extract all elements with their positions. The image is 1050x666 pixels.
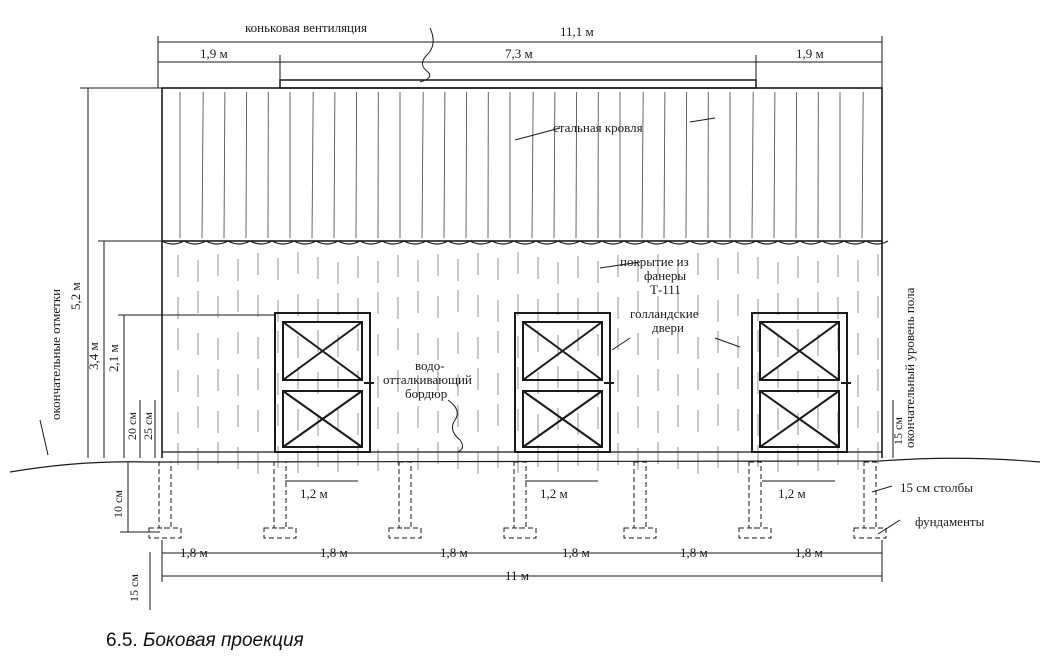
ground-line [9, 457, 1041, 473]
door-panel [522, 321, 603, 381]
door-panel [282, 321, 363, 381]
plywood-label-1: покрытие из [620, 254, 689, 269]
steel-roof-label: стальная кровля [553, 120, 643, 135]
roof-rib [311, 91, 314, 239]
wall-outline [161, 241, 883, 458]
footing [263, 527, 297, 539]
dim-height-wall: 3,4 м [86, 342, 101, 370]
roof-rib [201, 91, 204, 239]
roof-rib [795, 91, 798, 239]
roof-rib [861, 91, 864, 239]
doors-label-2: двери [652, 320, 684, 335]
door-brace [522, 321, 603, 381]
door-panel [282, 390, 363, 448]
foundations-label: фундаменты [915, 514, 985, 529]
door-brace [759, 321, 840, 381]
dimension-lines [39, 27, 901, 610]
door-frame [514, 312, 611, 453]
dim-spacing-6: 1,8 м [795, 545, 823, 560]
footing [388, 527, 422, 539]
roof-rib [421, 91, 424, 239]
dim-top-right: 1,9 м [796, 46, 824, 61]
plywood-label-3: Т-111 [650, 282, 681, 297]
border-label-1: водо- [415, 358, 445, 373]
ridge-vent-label: коньковая вентиляция [245, 20, 367, 35]
doors-label-1: голландские [630, 306, 699, 321]
posts-label: 15 см столбы [900, 480, 973, 495]
roof-outline [161, 87, 883, 242]
door-frame [751, 312, 848, 453]
dim-25cm: 25 см [141, 412, 155, 440]
figure-caption: 6.5. Боковая проекция [106, 630, 304, 652]
door-panel [759, 321, 840, 381]
roof-ribs [179, 91, 864, 239]
ridge-vent [279, 79, 757, 89]
footing [503, 527, 537, 539]
roof-rib [245, 91, 248, 239]
roof-bottom-edge [161, 240, 889, 245]
dutch-doors [274, 312, 851, 453]
dim-15cm-left: 15 см [127, 574, 141, 602]
post [863, 461, 877, 529]
post [398, 461, 412, 529]
roof-rib [773, 91, 776, 239]
dim-spacing-4: 1,8 м [562, 545, 590, 560]
finish-marks-label: окончательные отметки [48, 289, 63, 420]
dim-height-door: 2,1 м [106, 344, 121, 372]
dim-height-total: 5,2 м [68, 282, 83, 310]
roof-rib [751, 91, 754, 239]
finish-floor-label: окончательный уровень пола [902, 287, 917, 448]
door-brace [759, 390, 840, 448]
door-frame [274, 312, 371, 453]
dim-spacing-1: 1,8 м [180, 545, 208, 560]
dim-spacing-5: 1,8 м [680, 545, 708, 560]
border-label-2: отталкивающий [383, 372, 472, 387]
dim-top-left: 1,9 м [200, 46, 228, 61]
foundation-posts [148, 461, 887, 539]
footing [853, 527, 887, 539]
post [273, 461, 287, 529]
border-label-3: бордюр [405, 386, 447, 401]
figure-number: 6.5. [106, 630, 138, 651]
door-panel [759, 390, 840, 448]
roof-rib [531, 91, 534, 239]
footing [738, 527, 772, 539]
roof-rib [663, 91, 666, 239]
roof-rib [333, 91, 336, 239]
roof-rib [223, 91, 226, 239]
roof-rib [575, 91, 578, 239]
dim-door-width-1: 1,2 м [300, 486, 328, 501]
dim-top-mid: 7,3 м [505, 46, 533, 61]
post [513, 461, 527, 529]
dim-15cm-right: 15 см [891, 417, 905, 445]
dim-20cm: 20 см [125, 412, 139, 440]
door-panel [522, 390, 603, 448]
roof-rib [553, 91, 556, 239]
roof-rib [641, 91, 644, 239]
door-brace [282, 321, 363, 381]
dim-door-width-2: 1,2 м [540, 486, 568, 501]
dim-total-top: 11,1 м [560, 24, 594, 39]
barn-side-elevation: коньковая вентиляция 11,1 м 1,9 м 7,3 м … [9, 20, 1041, 610]
post [748, 461, 762, 529]
door-brace [522, 390, 603, 448]
plywood-label-2: фанеры [644, 268, 686, 283]
dim-total-bottom: 11 м [505, 568, 529, 583]
dim-door-width-3: 1,2 м [778, 486, 806, 501]
figure-title: Боковая проекция [142, 630, 304, 651]
footing [623, 527, 657, 539]
dim-spacing-3: 1,8 м [440, 545, 468, 560]
roof-rib [443, 91, 446, 239]
dim-10cm: 10 см [111, 490, 125, 518]
roof-rib [685, 91, 688, 239]
footing [148, 527, 182, 539]
post [633, 461, 647, 529]
roof-rib [355, 91, 358, 239]
dim-spacing-2: 1,8 м [320, 545, 348, 560]
post [158, 461, 172, 529]
door-brace [282, 390, 363, 448]
roof-rib [465, 91, 468, 239]
